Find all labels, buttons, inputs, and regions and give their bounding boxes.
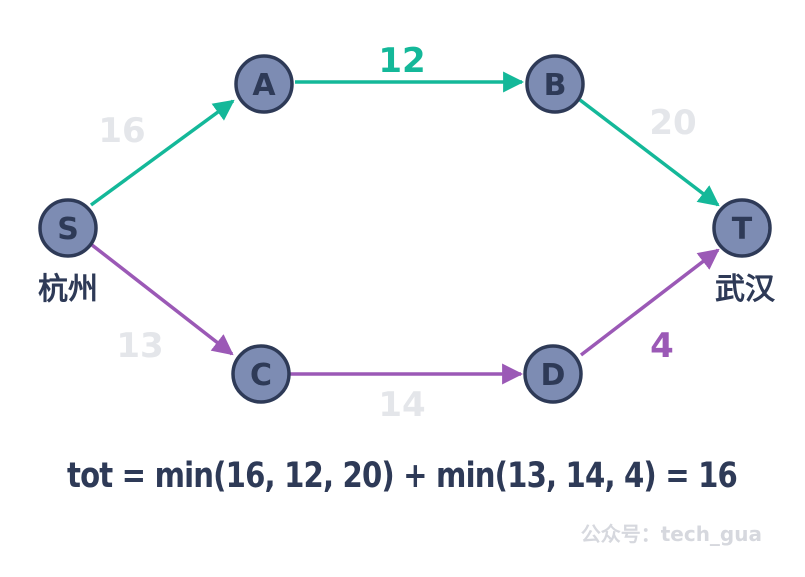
node-c-circle xyxy=(231,344,291,404)
watermark-text: 公众号：tech_gua xyxy=(581,522,762,546)
node-d-circle xyxy=(523,344,583,404)
edge-s-c xyxy=(90,243,234,356)
edge-b-t xyxy=(578,98,720,207)
node-t-circle xyxy=(712,198,772,258)
weight-label-s-c: 13 xyxy=(116,326,163,366)
node-t: T xyxy=(712,198,772,258)
node-a-label: A xyxy=(252,68,276,103)
weight-label-d-t: 4 xyxy=(650,326,674,366)
node-s-circle xyxy=(38,198,98,258)
node-s: S xyxy=(38,198,98,258)
node-c: C xyxy=(231,344,291,404)
node-s-label: S xyxy=(57,212,79,247)
node-a: A xyxy=(234,54,294,114)
edge-d-t xyxy=(579,248,720,357)
edge-weights: 16 12 20 13 14 4 xyxy=(98,41,696,425)
weight-label-a-b: 12 xyxy=(378,41,425,81)
edges xyxy=(89,71,720,385)
node-d: D xyxy=(523,344,583,404)
node-b-label: B xyxy=(544,68,567,103)
node-d-label: D xyxy=(541,358,566,393)
weight-label-s-a: 16 xyxy=(98,111,145,151)
weight-label-b-t: 20 xyxy=(649,103,696,143)
node-b-circle xyxy=(525,54,585,114)
edge-s-a xyxy=(89,99,235,207)
nodes: S A B C D T xyxy=(38,54,772,404)
node-c-label: C xyxy=(250,358,272,393)
node-t-label: T xyxy=(732,212,753,247)
node-b: B xyxy=(525,54,585,114)
formula-text: tot = min(16, 12, 20) + min(13, 14, 4) =… xyxy=(67,456,737,496)
city-label-wuhan: 武汉 xyxy=(715,272,776,307)
city-label-hangzhou: 杭州 xyxy=(38,272,98,307)
node-a-circle xyxy=(234,54,294,114)
weight-label-c-d: 14 xyxy=(378,385,425,425)
